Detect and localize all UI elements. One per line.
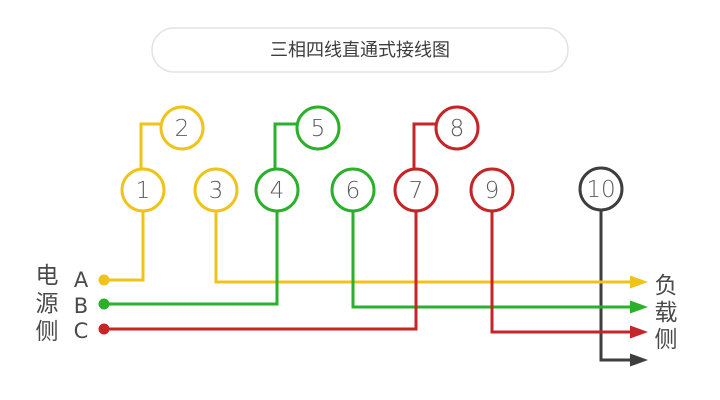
load-label-char-3: 侧	[655, 327, 678, 353]
terminal-3	[193, 167, 239, 213]
phase-b-markers	[98, 298, 648, 314]
phase-a-source-dot	[98, 274, 110, 286]
title-pill	[151, 27, 569, 73]
terminal-10-number: 10	[586, 177, 615, 203]
phase-b-wires	[104, 122, 633, 309]
terminal-5-number: 5	[311, 116, 326, 142]
neutral-arrowhead-icon	[630, 353, 648, 367]
phase-b-label: B	[74, 294, 88, 318]
phase-a-tap-wire	[139, 122, 162, 174]
terminal-10	[578, 166, 624, 212]
source-label-char-3: 侧	[36, 319, 59, 345]
terminal-3-number: 3	[209, 178, 224, 204]
phase-a-markers	[98, 274, 648, 289]
terminal-1-number: 1	[136, 178, 151, 204]
neutral-wire	[599, 210, 633, 362]
phase-b-source-wire	[104, 212, 279, 306]
phase-c-terminals	[393, 105, 515, 213]
terminal-7	[393, 167, 439, 213]
phase-b-arrowhead-icon	[630, 300, 648, 314]
source-label-char-1: 电	[36, 263, 59, 289]
terminal-8-number: 8	[450, 116, 465, 142]
terminal-6	[330, 167, 376, 213]
phase-a-load-wire	[214, 212, 633, 284]
terminal-8	[434, 105, 480, 151]
source-side-label: 电 源 侧	[36, 263, 59, 345]
phase-a-terminals	[120, 105, 239, 213]
terminal-5	[295, 105, 341, 151]
phase-c-wires	[104, 122, 633, 334]
phase-c-tap-wire	[412, 122, 437, 174]
diagram-title: 三相四线直通式接线图	[270, 40, 450, 61]
terminal-4	[254, 167, 300, 213]
phase-b-terminals	[254, 105, 376, 213]
terminal-9	[469, 167, 515, 213]
phase-a-arrowhead-icon	[630, 275, 648, 289]
load-label-char-1: 负	[655, 273, 678, 299]
terminal-numbers: 1 2 3 4 5 6 7 8 9 10	[136, 116, 616, 204]
terminal-9-number: 9	[485, 178, 500, 204]
phase-c-load-wire	[490, 212, 633, 334]
load-side-label: 负 载 侧	[655, 273, 678, 353]
phase-a-wires	[104, 122, 633, 284]
phase-c-label: C	[74, 319, 89, 343]
phase-c-source-wire	[104, 212, 418, 331]
phase-b-tap-wire	[273, 122, 298, 174]
terminal-4-number: 4	[270, 178, 285, 204]
phase-c-arrowhead-icon	[630, 325, 648, 339]
phase-c-markers	[98, 323, 648, 339]
phase-c-source-dot	[98, 323, 110, 335]
phase-letter-labels: A B C	[74, 268, 89, 343]
source-label-char-2: 源	[36, 291, 59, 317]
terminal-7-number: 7	[409, 178, 424, 204]
terminal-2-number: 2	[175, 116, 190, 142]
neutral-terminals	[578, 166, 624, 212]
neutral-wire-run	[599, 210, 633, 362]
phase-a-label: A	[74, 268, 89, 292]
terminal-1	[120, 167, 166, 213]
terminal-2	[159, 105, 205, 151]
phase-a-source-wire	[104, 212, 145, 282]
phase-b-load-wire	[351, 212, 633, 309]
terminal-6-number: 6	[346, 178, 361, 204]
phase-b-source-dot	[98, 298, 110, 310]
load-label-char-2: 载	[655, 300, 678, 326]
